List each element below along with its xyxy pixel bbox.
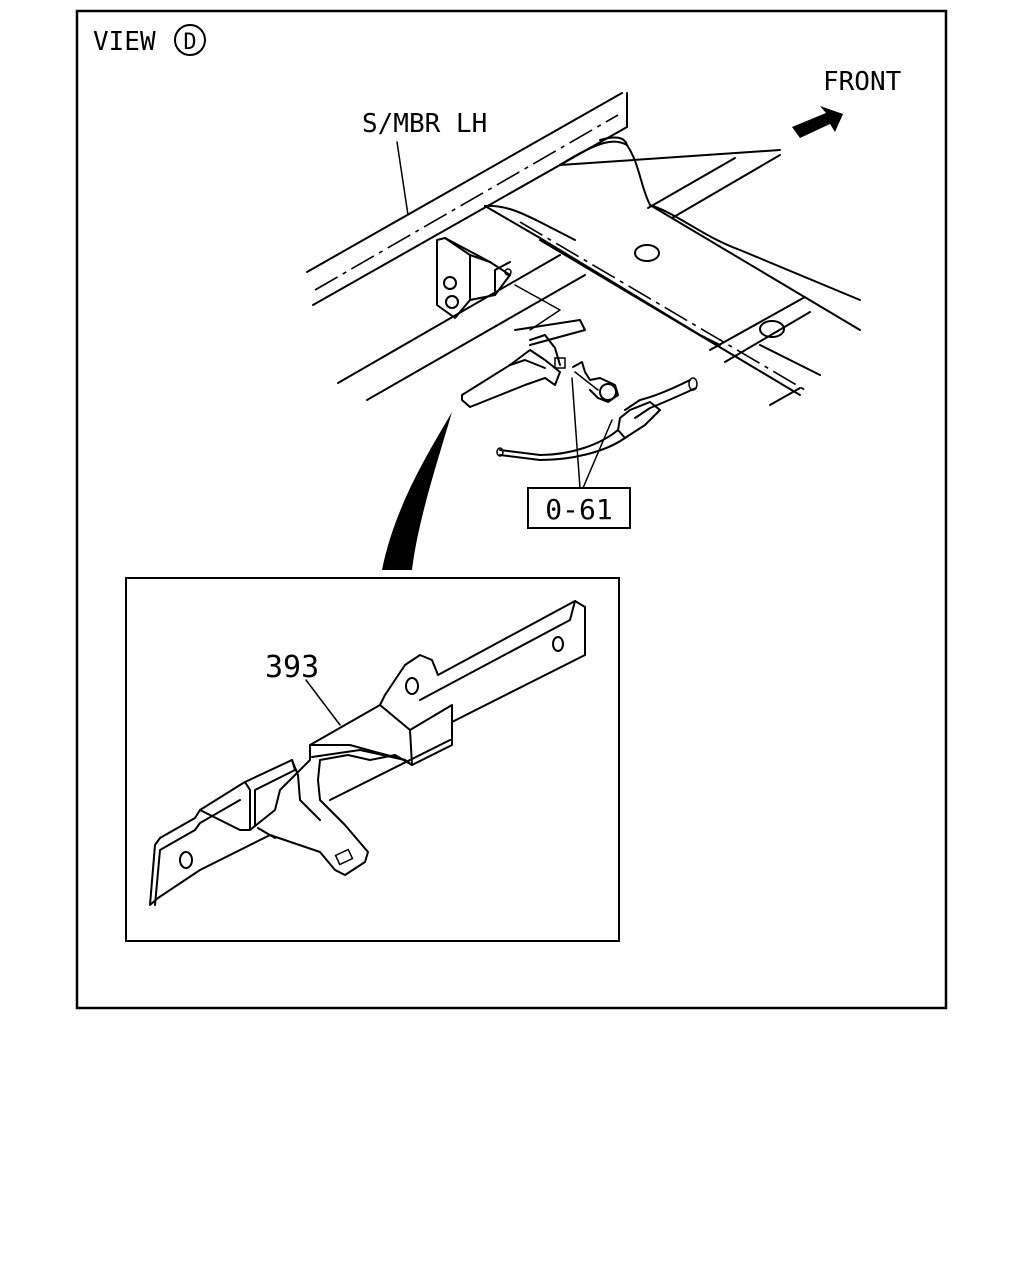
- member-leader: [396, 141, 409, 216]
- bracket-393-drawing: [149, 600, 586, 906]
- part-number-label: 393: [265, 650, 319, 685]
- part-leader: [305, 679, 341, 726]
- view-letter: D: [183, 30, 196, 55]
- ref-part-box: 0-61: [527, 487, 631, 529]
- view-title: VIEW D: [93, 24, 206, 57]
- front-indicator: FRONT: [792, 67, 902, 138]
- side-member-drawing: [306, 92, 861, 461]
- ref-leader-1: [571, 377, 581, 489]
- detail-inset-frame: [125, 577, 620, 942]
- view-circle: [174, 24, 206, 56]
- ref-leader-2: [582, 419, 613, 489]
- outer-frame: [75, 9, 948, 1010]
- member-label: S/MBR LH: [362, 109, 487, 139]
- detail-pointer: [382, 412, 452, 570]
- view-prefix: VIEW: [93, 27, 156, 57]
- front-arrow-icon: [792, 106, 843, 138]
- ref-part-label: 0-61: [545, 493, 612, 526]
- front-label: FRONT: [823, 67, 902, 97]
